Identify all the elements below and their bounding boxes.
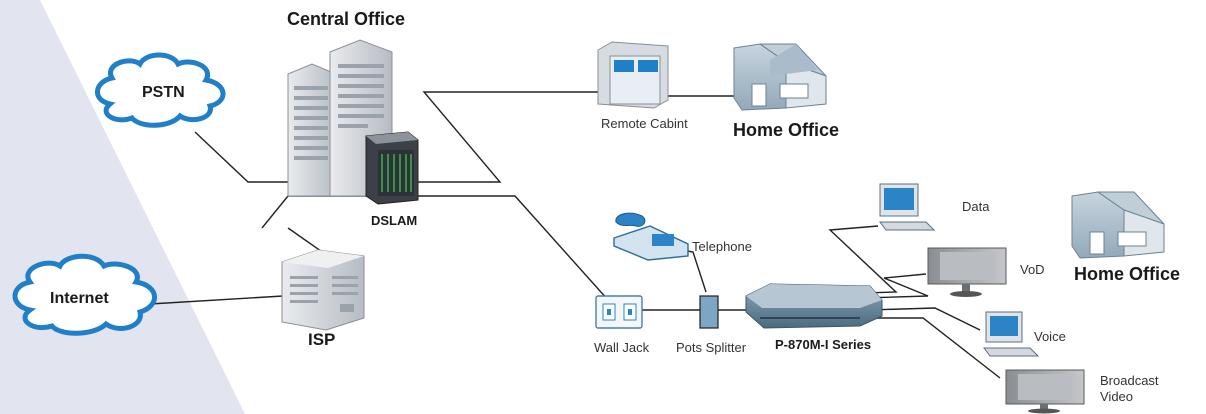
home-office-house-icon — [733, 43, 827, 111]
router-label: P-870M-I Series — [775, 337, 872, 352]
television-icon — [927, 247, 1007, 297]
home-office-house-icon — [1071, 191, 1165, 259]
voice-label: Voice — [1034, 329, 1066, 344]
isp-server-icon — [281, 249, 365, 331]
television-icon — [1005, 369, 1085, 414]
vod-label: VoD — [1020, 262, 1045, 277]
computer-icon — [983, 311, 1040, 357]
dslam-label: DSLAM — [371, 213, 418, 228]
broadcast-video-label-line2: Video — [1100, 389, 1134, 404]
home-office-label: Home Office — [733, 120, 840, 140]
isp-label: ISP — [308, 330, 336, 349]
remote-cabinet-label: Remote Cabint — [601, 116, 688, 131]
home-office-label: Home Office — [1074, 264, 1181, 284]
router-icon — [745, 283, 883, 329]
remote-cabinet-icon — [597, 41, 669, 109]
dslam-icon — [365, 131, 419, 205]
internet-label: Internet — [50, 290, 109, 307]
central-office-label: Central Office — [287, 9, 406, 29]
pots-splitter-icon — [699, 295, 719, 329]
broadcast-video-label-line1: Broadcast — [1100, 373, 1159, 388]
connection-lines — [149, 91, 1001, 379]
pstn-label: PSTN — [142, 84, 185, 101]
pots-splitter-label: Pots Splitter — [676, 340, 747, 355]
wall-jack-label: Wall Jack — [594, 340, 650, 355]
telephone-icon — [613, 212, 689, 261]
telephone-label: Telephone — [692, 239, 752, 254]
pstn-cloud-icon — [95, 52, 226, 128]
internet-cloud-icon — [12, 253, 157, 336]
data-label: Data — [962, 199, 990, 214]
wall-jack-icon — [595, 295, 643, 329]
computer-icon — [879, 183, 936, 231]
